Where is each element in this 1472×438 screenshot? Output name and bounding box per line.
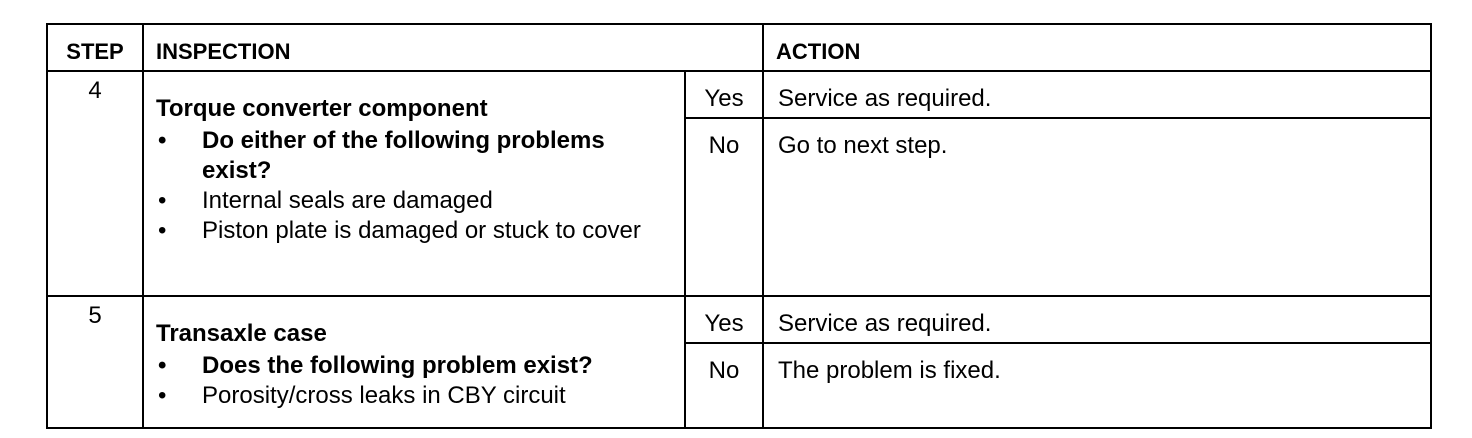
inspection-title: Torque converter component [156,95,488,122]
diagnostic-table: STEP INSPECTION ACTION 4 Torque converte… [46,23,1432,429]
no-action: Go to next step. [762,117,1432,297]
inspection-title: Transaxle case [156,320,327,347]
header-row: STEP INSPECTION ACTION [46,23,1432,72]
inspection-question: Do either of the following problems exis… [202,127,605,184]
list-item: • Do either of the following problems exi… [156,126,674,186]
no-label: No [684,342,764,429]
list-item: • Does the following problem exist? [156,351,674,381]
yes-label: Yes [684,295,764,344]
inspection-question: Does the following problem exist? [202,352,593,379]
step-number: 5 [46,295,144,429]
inspection-list: • Does the following problem exist? • Poro… [156,351,674,411]
bullet-icon: • [158,382,167,409]
yes-action: Service as required. [762,295,1432,344]
list-item: • Internal seals are damaged [156,186,674,216]
table-row: 4 Torque converter component • Do either … [46,70,1432,297]
step-header: STEP [46,23,144,72]
no-action: The problem is fixed. [762,342,1432,429]
inspection-cell: Torque converter component • Do either of… [142,70,686,297]
bullet-icon: • [158,187,167,214]
inspection-header: INSPECTION [142,23,764,72]
bullet-icon: • [158,127,167,154]
list-item: • Piston plate is damaged or stuck to cov… [156,216,674,246]
no-label: No [684,117,764,297]
action-header: ACTION [762,23,1432,72]
bullet-icon: • [158,352,167,379]
inspection-list: • Do either of the following problems exi… [156,126,674,246]
inspection-item: Piston plate is damaged or stuck to cove… [202,217,641,244]
step-number: 4 [46,70,144,297]
table-row: No The problem is fixed. [47,342,1432,429]
bullet-icon: • [158,217,167,244]
inspection-item: Internal seals are damaged [202,187,493,214]
table-row: No Go to next step. [47,117,1432,297]
table-row: 5 Transaxle case • Does the following pro… [46,295,1432,429]
inspection-item: Porosity/cross leaks in CBY circuit [202,382,566,409]
list-item: • Porosity/cross leaks in CBY circuit [156,381,674,411]
inspection-cell: Transaxle case • Does the following probl… [142,295,686,429]
yes-label: Yes [684,70,764,119]
yes-action: Service as required. [762,70,1432,119]
